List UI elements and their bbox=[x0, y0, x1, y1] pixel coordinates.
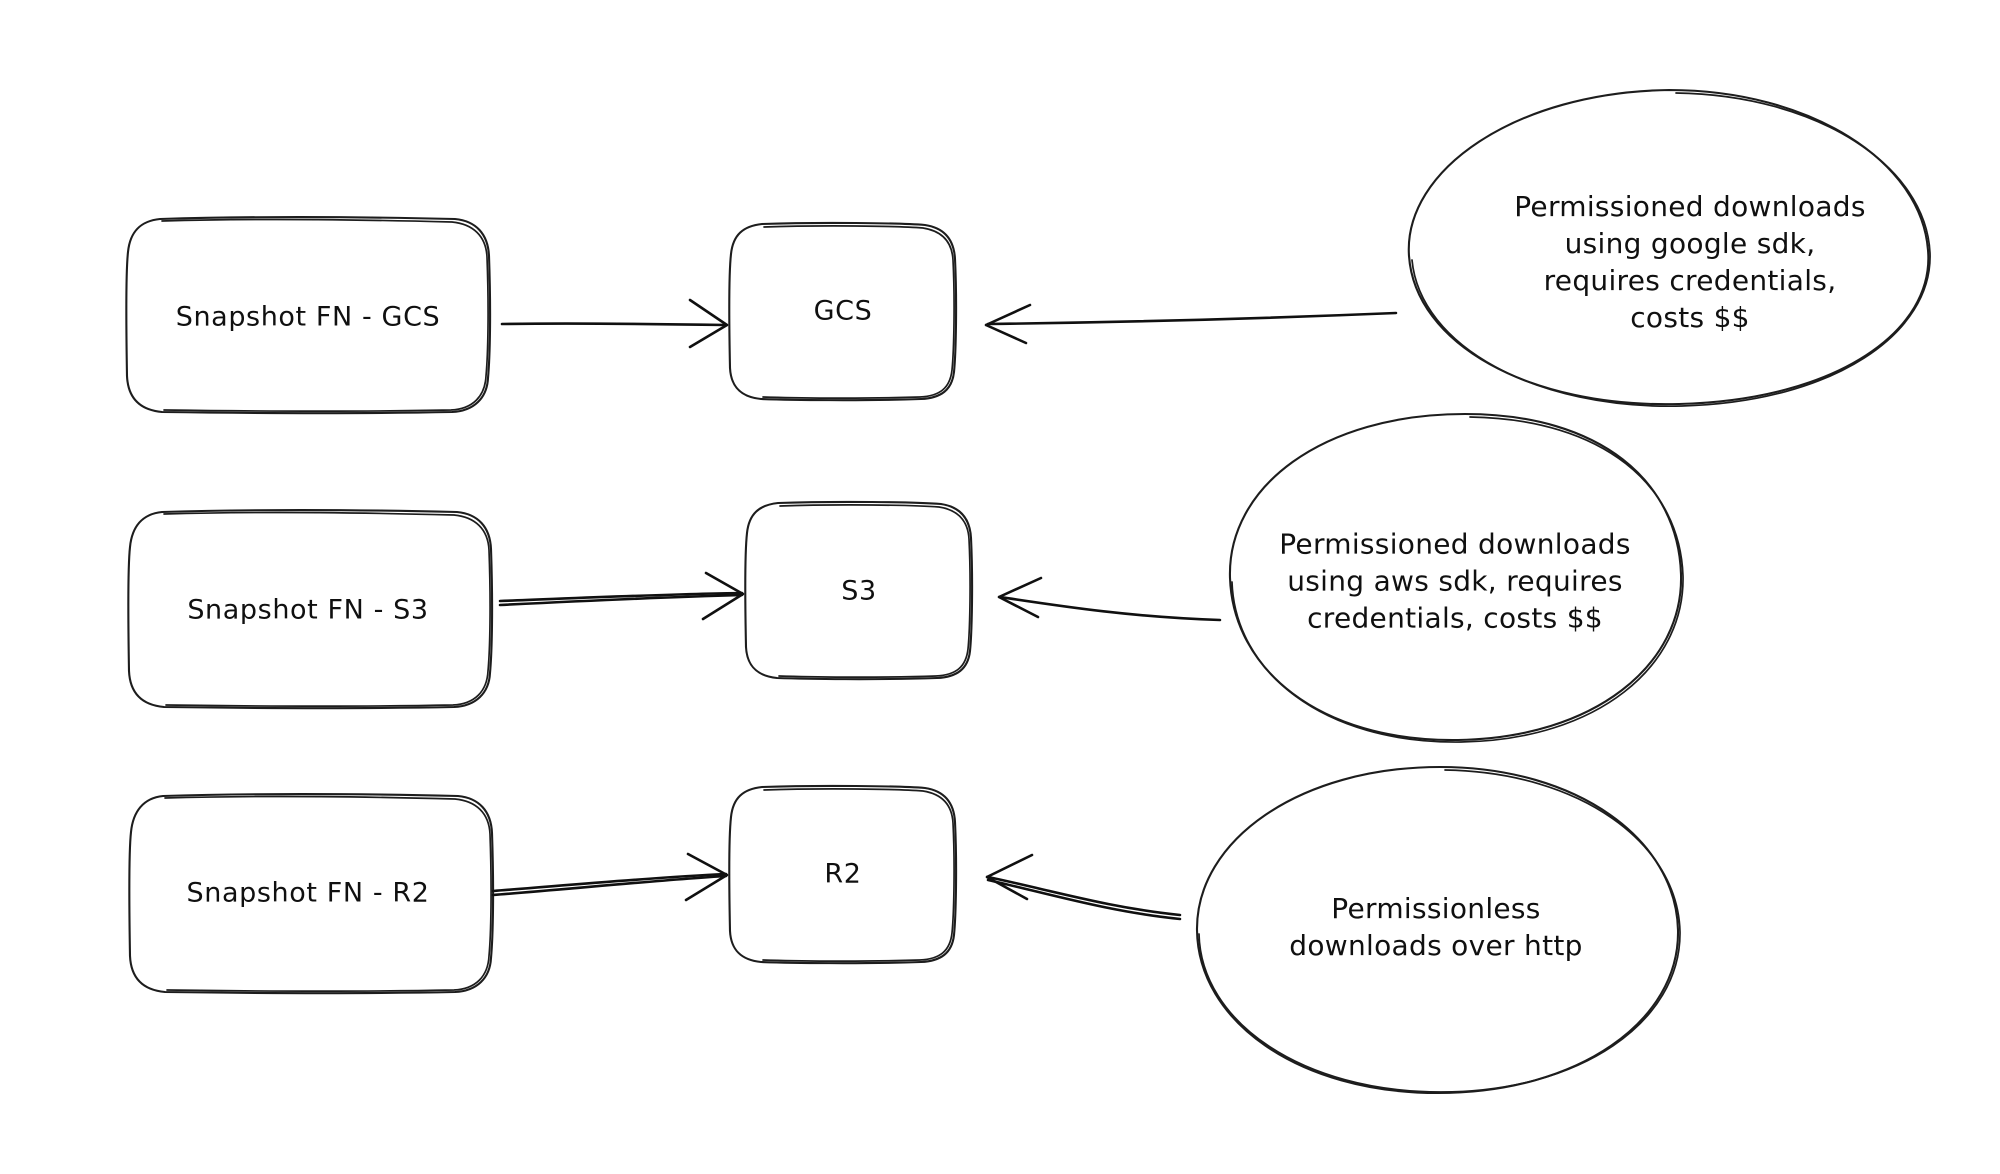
arrow-note-s3-to-s3 bbox=[997, 576, 1222, 622]
shape-snapshot-fn-r2[interactable] bbox=[128, 793, 495, 995]
shape-note-r2[interactable] bbox=[1195, 765, 1681, 1095]
shape-s3[interactable] bbox=[744, 500, 974, 681]
shape-snapshot-fn-s3[interactable] bbox=[127, 509, 494, 710]
arrow-snapshot-fn-s3-to-s3 bbox=[498, 571, 745, 621]
shape-note-s3[interactable] bbox=[1228, 412, 1684, 743]
shape-snapshot-fn-gcs[interactable] bbox=[125, 216, 492, 415]
arrow-snapshot-fn-r2-to-r2 bbox=[491, 852, 729, 902]
shape-note-gcs[interactable] bbox=[1407, 88, 1931, 407]
arrow-note-gcs-to-gcs bbox=[984, 303, 1398, 345]
shape-gcs[interactable] bbox=[728, 221, 958, 402]
shape-r2[interactable] bbox=[728, 784, 958, 965]
arrow-snapshot-fn-gcs-to-gcs bbox=[500, 298, 729, 349]
arrow-note-r2-to-r2 bbox=[985, 853, 1182, 921]
